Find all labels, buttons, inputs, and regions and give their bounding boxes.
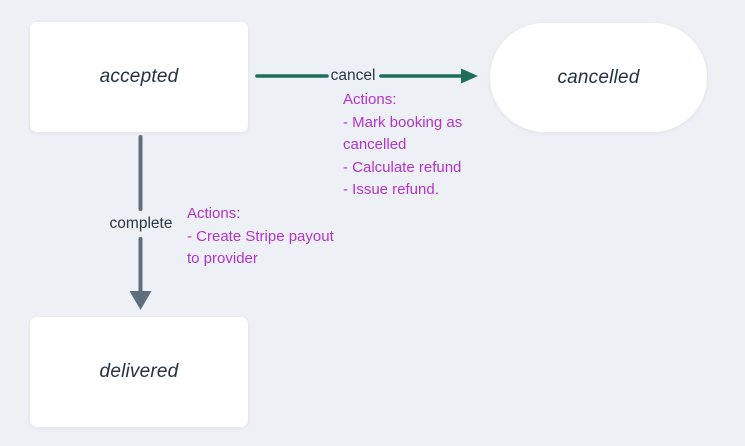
complete-action-line: - Create Stripe payout [187,227,334,245]
cancel-actions-annotation: Actions: - Mark booking as cancelled - C… [343,89,462,202]
cancel-action-line: - Mark booking as [343,113,463,131]
cancel-actions-title: Actions: [343,91,397,108]
cancel-action-line: cancelled [343,136,407,153]
complete-arrowhead-icon [129,291,152,310]
state-label-accepted: accepted [99,66,179,87]
complete-actions-annotation: Actions: - Create Stripe payout to provi… [187,203,334,271]
cancel-action-line: - Calculate refund [343,158,462,176]
state-node-accepted: accepted [30,22,248,132]
complete-action-line: to provider [187,250,258,267]
cancel-arrowhead-icon [461,68,478,84]
state-node-delivered: delivered [30,317,248,427]
edge-label-cancel: cancel [330,67,376,84]
edge-label-complete: complete [109,215,173,232]
cancel-action-line: - Issue refund. [343,181,439,198]
state-node-cancelled: cancelled [490,23,707,132]
state-label-cancelled: cancelled [557,66,640,88]
complete-actions-title: Actions: [187,205,241,222]
state-label-delivered: delivered [99,361,179,382]
